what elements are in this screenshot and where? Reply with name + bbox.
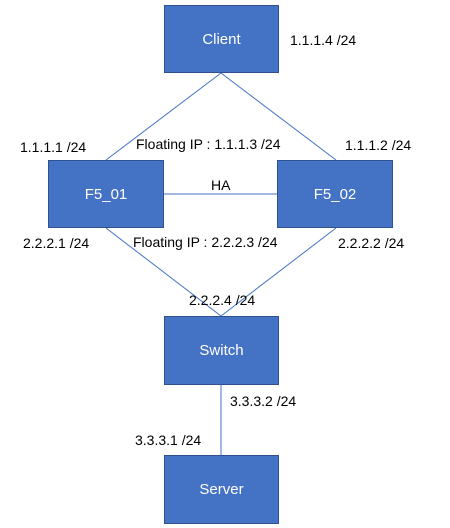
f5-02-internal-ip-label: 2.2.2.2 /24 [338,235,405,251]
link-f5-01-switch [105,227,222,317]
server-ip-label: 3.3.3.1 /24 [135,432,202,448]
ha-link-label: HA [211,177,231,193]
f5-02-node: F5_02 [277,160,393,228]
client-node: Client [164,5,279,73]
switch-upstream-ip-label: 2.2.2.4 /24 [189,292,256,308]
link-client-f5-02 [220,72,337,161]
link-client-f5-01 [105,72,222,161]
floating-ip-internal-label: Floating IP : 2.2.2.3 /24 [133,234,278,250]
link-f5-02-switch [220,227,337,317]
f5-01-external-ip-label: 1.1.1.1 /24 [20,139,87,155]
f5-02-external-ip-label: 1.1.1.2 /24 [345,137,412,153]
server-node: Server [164,455,279,524]
f5-01-node: F5_01 [48,160,164,228]
f5-01-internal-ip-label: 2.2.2.1 /24 [23,235,90,251]
client-ip-label: 1.1.1.4 /24 [290,32,357,48]
switch-node: Switch [164,316,279,385]
switch-downstream-ip-label: 3.3.3.2 /24 [230,393,297,409]
floating-ip-external-label: Floating IP : 1.1.1.3 /24 [136,136,281,152]
